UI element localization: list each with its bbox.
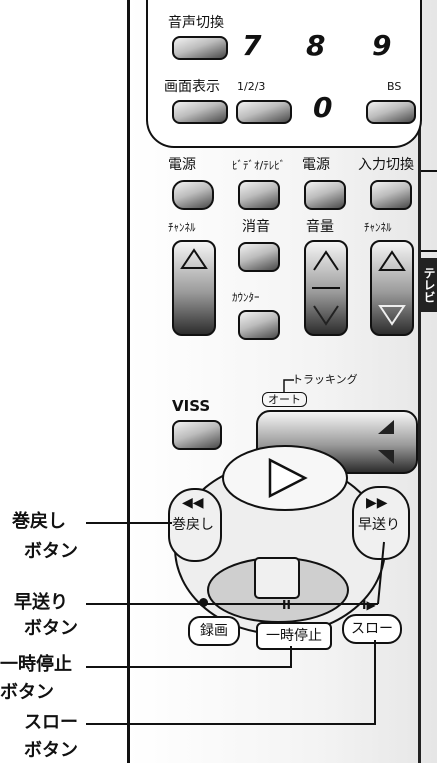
video-tv-button[interactable] (238, 180, 280, 210)
bs-label: BS (387, 80, 402, 93)
record-button[interactable]: 録画 (188, 616, 240, 646)
pause-icon: II (282, 598, 291, 612)
num-0-button[interactable]: 0 (313, 91, 333, 124)
tracking-arrows-icon (378, 420, 394, 464)
pause-button[interactable]: 一時停止 (256, 622, 332, 650)
fast-forward-button[interactable] (352, 486, 410, 560)
tick-mark-2 (421, 250, 437, 252)
input-switch-label: 入力切換 (358, 157, 414, 173)
callout-ff-line1: 早送り (14, 592, 68, 613)
volume-label: 音量 (306, 219, 334, 235)
leader-line-rewind (86, 522, 172, 524)
channel-label-right: ﾁｬﾝﾈﾙ (364, 221, 392, 234)
auto-label: オート (262, 392, 307, 407)
rewind-button[interactable] (168, 488, 222, 562)
tracking-label: トラッキング (292, 373, 358, 386)
tracking-bracket-icon (283, 379, 294, 392)
callout-ff-line2: ボタン (24, 618, 78, 639)
audio-switch-label: 音声切換 (168, 15, 224, 31)
slow-button[interactable]: スロー (342, 614, 402, 644)
leader-line-ff-horizontal (86, 603, 378, 605)
leader-line-ff-diagonal (377, 541, 385, 605)
viss-label: VISS (172, 397, 211, 415)
remote-left-edge (127, 0, 130, 763)
channel-updown-left[interactable] (172, 240, 216, 336)
slow-icon: I▶ (362, 598, 376, 612)
callout-rewind-line2: ボタン (24, 541, 78, 562)
fast-forward-icon: ▶▶ (366, 495, 388, 511)
audio-switch-button[interactable] (172, 36, 228, 60)
channel-label-left: ﾁｬﾝﾈﾙ (168, 221, 196, 234)
leader-line-slow-vertical (374, 640, 376, 725)
record-dot-icon (199, 598, 208, 607)
tv-side-tab: テレビ (420, 258, 437, 312)
callout-pause-line2: ボタン (0, 682, 54, 703)
volume-up-arrow-icon (312, 250, 340, 326)
bs-button[interactable] (366, 100, 416, 124)
rewind-inner-label: 巻戻し (172, 517, 214, 533)
channel-updown-right[interactable] (370, 240, 414, 336)
callout-rewind-line1: 巻戻し (12, 511, 66, 532)
transport-cluster (174, 445, 386, 635)
power-button-tv[interactable] (304, 180, 346, 210)
callout-slow-line2: ボタン (24, 740, 78, 761)
leader-line-slow-horizontal (86, 723, 376, 725)
counter-button[interactable] (238, 310, 280, 340)
tick-mark-1 (421, 170, 437, 172)
leader-line-pause-horizontal (86, 666, 292, 668)
remote-right-edge (418, 0, 421, 763)
leader-line-pause-vertical (290, 646, 292, 668)
keyboard-mode-label: 1/2/3 (237, 80, 266, 93)
mute-label: 消音 (242, 219, 270, 235)
num-7-button[interactable]: 7 (242, 29, 262, 62)
viss-button[interactable] (172, 420, 222, 450)
mute-button[interactable] (238, 242, 280, 272)
video-tv-label: ﾋﾞﾃﾞｵ/ﾃﾚﾋﾞ (232, 159, 286, 172)
power-label-right: 電源 (302, 157, 330, 173)
num-9-button[interactable]: 9 (372, 29, 392, 62)
input-switch-button[interactable] (370, 180, 412, 210)
ff-inner-label: 早送り (358, 517, 400, 533)
power-button-video[interactable] (172, 180, 214, 210)
counter-label: ｶｳﾝﾀｰ (232, 291, 260, 304)
volume-updown[interactable] (304, 240, 348, 336)
callout-slow-line1: スロー (24, 712, 78, 733)
channel-updown-arrows-icon (378, 250, 406, 326)
rewind-icon: ◀◀ (182, 495, 204, 511)
screen-display-button[interactable] (172, 100, 228, 124)
power-label-left: 電源 (168, 157, 196, 173)
channel-up-arrow-icon (180, 248, 208, 269)
callout-pause-line1: 一時停止 (0, 654, 72, 675)
keyboard-mode-button[interactable] (236, 100, 292, 124)
num-8-button[interactable]: 8 (306, 29, 326, 62)
screen-display-label: 画面表示 (164, 79, 220, 95)
